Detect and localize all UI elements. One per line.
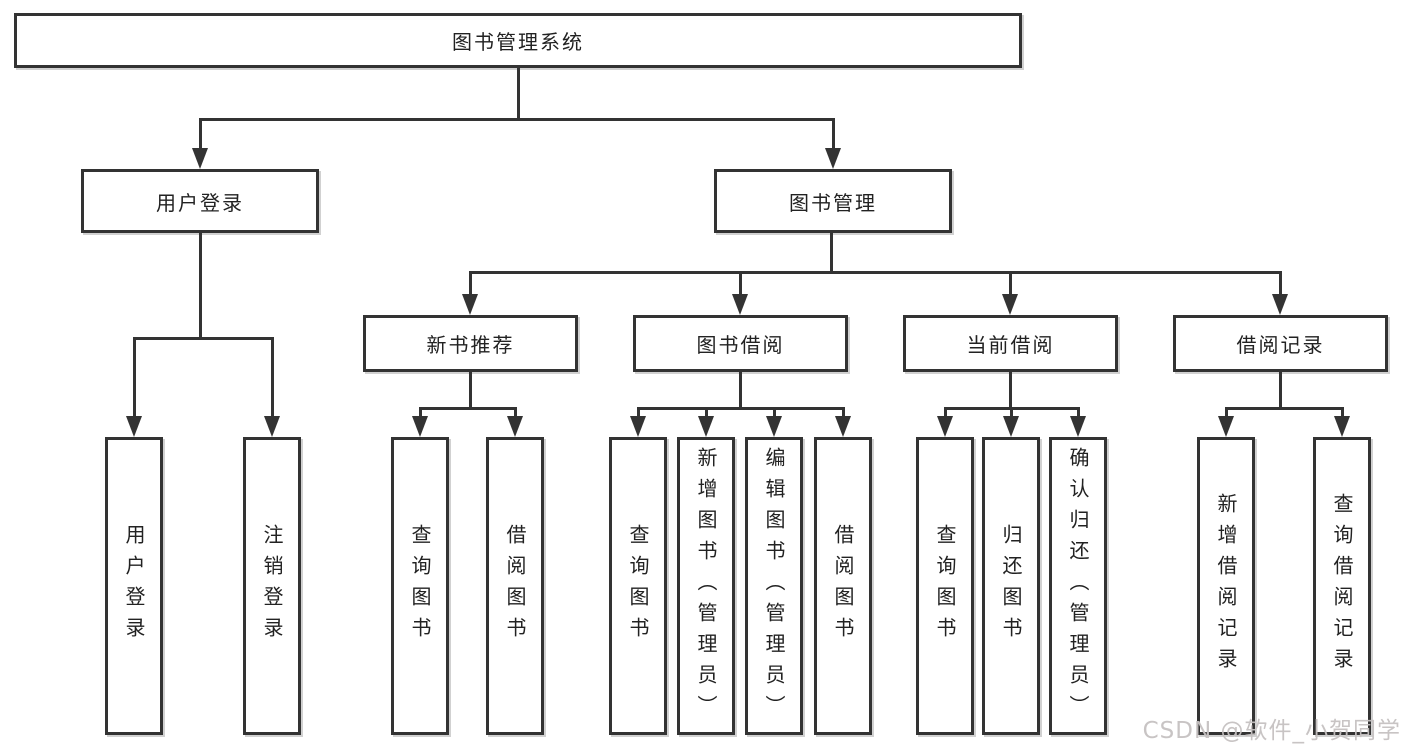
leaf-query-book-3: 查询图书	[916, 437, 974, 735]
connector-line	[1225, 407, 1344, 410]
connector-line	[1225, 407, 1228, 419]
connector-line	[705, 407, 708, 419]
connector-line	[517, 68, 520, 120]
arrowhead-down	[192, 148, 208, 169]
connector-line	[1009, 372, 1012, 409]
connector-line	[1009, 271, 1012, 297]
arrowhead-down	[507, 416, 523, 437]
node-root-label: 图书管理系统	[452, 30, 584, 54]
node-new-book-recommend: 新书推荐	[363, 315, 578, 372]
leaf-label: 查询图书	[626, 524, 650, 648]
connector-line	[739, 271, 742, 297]
arrowhead-down	[825, 148, 841, 169]
leaf-return-book: 归还图书	[982, 437, 1040, 735]
arrowhead-down	[126, 416, 142, 437]
leaf-logout: 注销登录	[243, 437, 301, 735]
leaf-user-login: 用户登录	[105, 437, 163, 735]
arrowhead-down	[835, 416, 851, 437]
leaf-add-book-admin: 新增图书（管理员）	[677, 437, 735, 735]
arrowhead-down	[264, 416, 280, 437]
connector-line	[739, 372, 742, 409]
leaf-query-book-2: 查询图书	[609, 437, 667, 735]
connector-line	[637, 407, 845, 410]
leaf-label: 新增借阅记录	[1214, 493, 1238, 679]
leaf-borrow-book-2: 借阅图书	[814, 437, 872, 735]
node-current-borrow: 当前借阅	[903, 315, 1118, 372]
arrowhead-down	[1002, 294, 1018, 315]
node-book-management: 图书管理	[714, 169, 952, 233]
node-borrow-records: 借阅记录	[1173, 315, 1388, 372]
connector-line	[199, 118, 202, 152]
leaf-query-borrow-record: 查询借阅记录	[1313, 437, 1371, 735]
arrowhead-down	[1003, 416, 1019, 437]
csdn-watermark: CSDN @软件_小贺同学	[1142, 718, 1401, 744]
connector-line	[469, 271, 472, 297]
leaf-label: 借阅图书	[503, 524, 527, 648]
node-label: 图书管理	[789, 190, 877, 215]
arrowhead-down	[732, 294, 748, 315]
arrowhead-down	[1070, 416, 1086, 437]
connector-line	[830, 233, 833, 273]
leaf-label: 查询图书	[933, 524, 957, 648]
node-label: 借阅记录	[1236, 333, 1325, 357]
leaf-label: 新增图书（管理员）	[694, 446, 718, 726]
connector-line	[469, 372, 472, 409]
arrowhead-down	[630, 416, 646, 437]
arrowhead-down	[1218, 416, 1234, 437]
connector-line	[469, 271, 1282, 274]
connector-line	[419, 407, 422, 419]
connector-line	[1341, 407, 1344, 419]
leaf-label: 用户登录	[122, 524, 146, 648]
arrowhead-down	[937, 416, 953, 437]
connector-line	[133, 337, 136, 420]
leaf-confirm-return-admin: 确认归还（管理员）	[1049, 437, 1107, 735]
node-label: 用户登录	[156, 190, 244, 215]
connector-line	[944, 407, 947, 419]
leaf-add-borrow-record: 新增借阅记录	[1197, 437, 1255, 735]
connector-line	[1077, 407, 1080, 419]
node-label: 图书借阅	[696, 333, 785, 357]
connector-line	[842, 407, 845, 419]
connector-line	[1279, 271, 1282, 297]
leaf-label: 确认归还（管理员）	[1066, 446, 1090, 726]
leaf-label: 借阅图书	[831, 524, 855, 648]
connector-line	[637, 407, 640, 419]
connector-line	[773, 407, 776, 419]
connector-line	[133, 337, 274, 340]
leaf-query-book-1: 查询图书	[391, 437, 449, 735]
leaf-borrow-book-1: 借阅图书	[486, 437, 544, 735]
connector-line	[419, 407, 517, 410]
arrowhead-down	[1272, 294, 1288, 315]
arrowhead-down	[1334, 416, 1350, 437]
leaf-label: 查询图书	[408, 524, 432, 648]
node-book-borrow: 图书借阅	[633, 315, 848, 372]
leaf-label: 查询借阅记录	[1330, 493, 1354, 679]
leaf-edit-book-admin: 编辑图书（管理员）	[745, 437, 803, 735]
connector-line	[271, 337, 274, 420]
leaf-label: 注销登录	[260, 524, 284, 648]
arrowhead-down	[412, 416, 428, 437]
leaf-label: 归还图书	[999, 524, 1023, 648]
connector-line	[1279, 372, 1282, 409]
leaf-label: 编辑图书（管理员）	[762, 446, 786, 726]
connector-line	[199, 118, 835, 121]
arrowhead-down	[766, 416, 782, 437]
connector-line	[199, 233, 202, 339]
node-user-login-branch: 用户登录	[81, 169, 319, 233]
node-root: 图书管理系统	[14, 13, 1022, 68]
connector-line	[832, 118, 835, 152]
connector-line	[1010, 407, 1013, 419]
arrowhead-down	[462, 294, 478, 315]
arrowhead-down	[698, 416, 714, 437]
node-label: 当前借阅	[966, 333, 1055, 357]
node-label: 新书推荐	[426, 333, 515, 357]
connector-line	[514, 407, 517, 419]
